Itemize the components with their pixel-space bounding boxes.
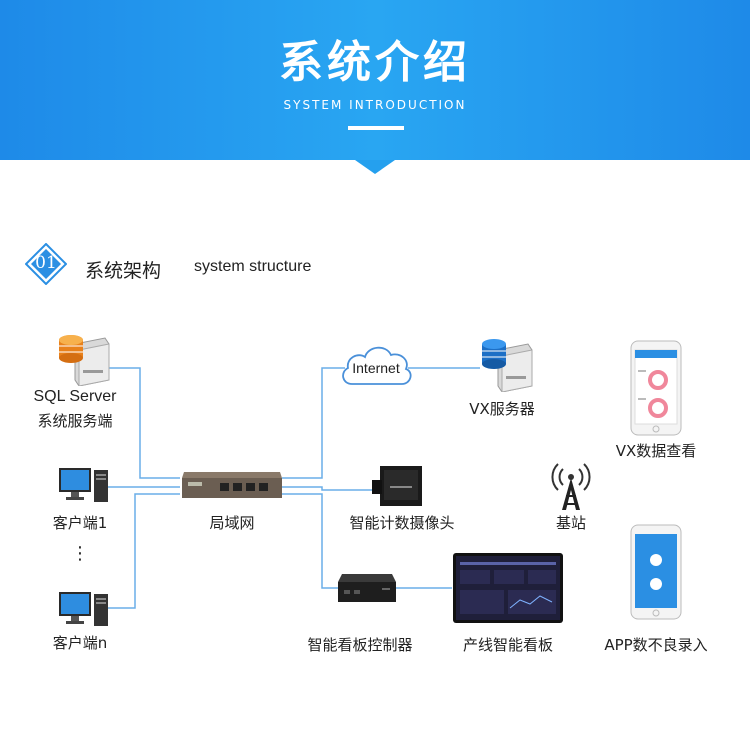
- vx-phone-icon: [630, 340, 682, 436]
- board-controller-label: 智能看板控制器: [307, 636, 413, 654]
- page-title: 系统介绍: [279, 37, 471, 88]
- vx-view-label: VX数据查看: [615, 442, 697, 460]
- line-board-label: 产线智能看板: [462, 636, 553, 654]
- base-station-icon: [551, 463, 591, 510]
- ellipsis: ⋮: [71, 543, 89, 564]
- camera-icon: [372, 466, 422, 506]
- app-phone-icon: [630, 524, 682, 620]
- header-banner: 系统介绍 SYSTEM INTRODUCTION: [0, 0, 750, 160]
- sql-server-sublabel: 系统服务端: [37, 412, 113, 430]
- page-subtitle: SYSTEM INTRODUCTION: [283, 98, 467, 112]
- title-underline: [348, 126, 404, 130]
- controller-box-icon: [338, 574, 396, 602]
- banner-notch: [355, 160, 395, 174]
- section-title-en: system structure: [194, 258, 312, 275]
- base-station-label: 基站: [555, 514, 586, 532]
- section-number-badge: [25, 243, 67, 285]
- lan-label: 局域网: [209, 514, 255, 532]
- client-computer-icon: [59, 468, 108, 502]
- vx-server-icon: [482, 339, 533, 392]
- app-entry-label: APP数不良录入: [604, 636, 708, 654]
- router-icon: [182, 472, 282, 498]
- client-n-computer-icon: [59, 592, 108, 626]
- sql-server-icon: [59, 335, 110, 386]
- sql-server-label: SQL Server: [33, 388, 117, 405]
- monitor-board-icon: [453, 553, 563, 623]
- camera-label: 智能计数摄像头: [349, 514, 455, 532]
- section-number: 01: [35, 253, 57, 273]
- section-title: 系统架构: [85, 260, 162, 282]
- internet-label: Internet: [352, 360, 400, 376]
- vx-server-label: VX服务器: [469, 400, 535, 418]
- clientn-label: 客户端n: [52, 634, 108, 652]
- cloud-icon: [342, 346, 412, 385]
- client1-label: 客户端1: [52, 514, 108, 532]
